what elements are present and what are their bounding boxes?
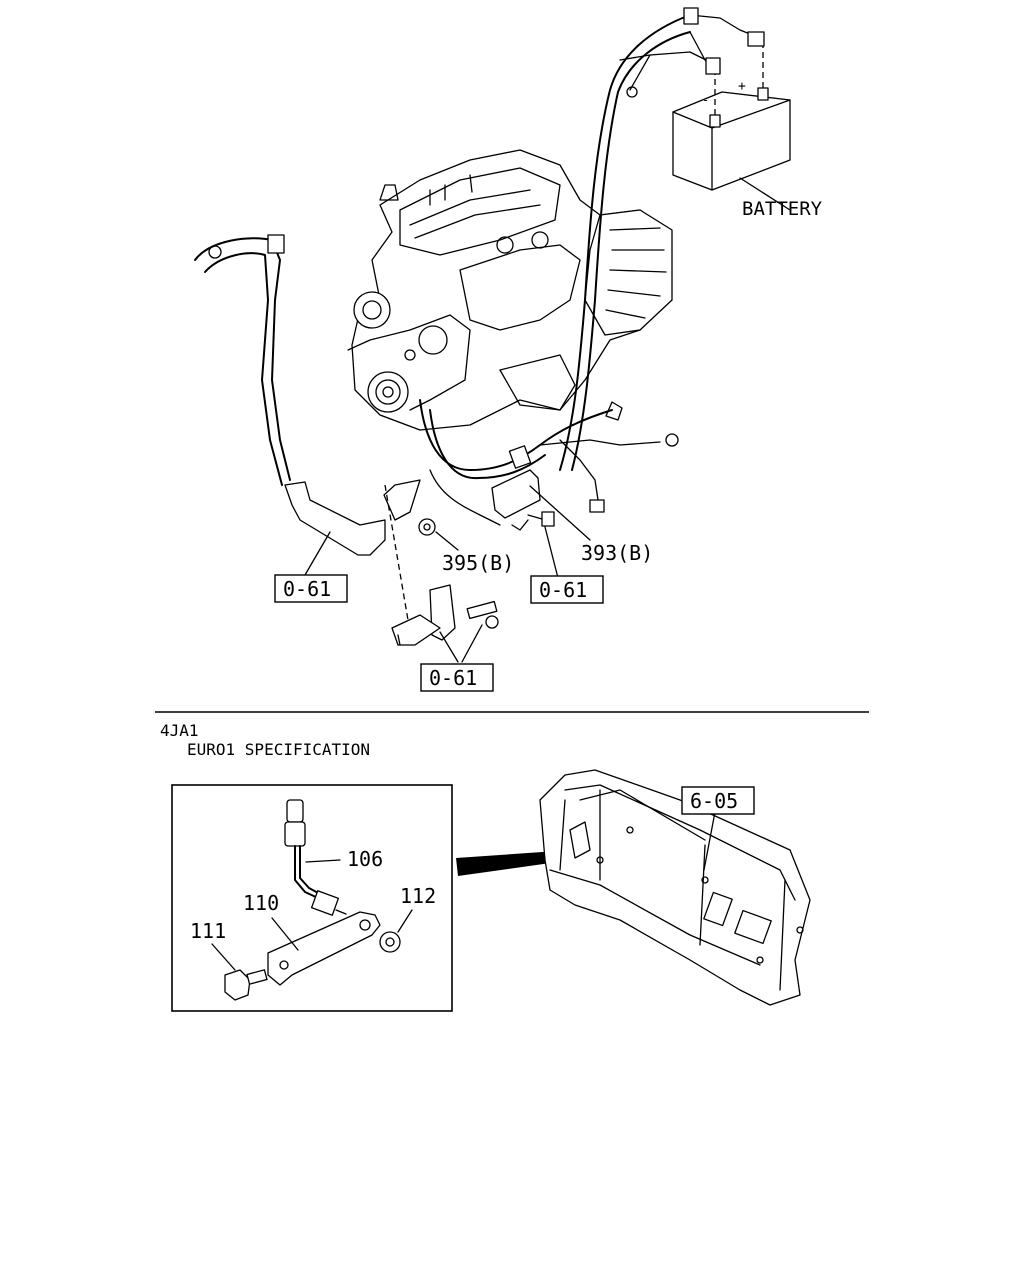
ref-box-frame-label: 6-05 [690,789,738,813]
spec-label: EURO1 SPECIFICATION [187,740,370,759]
radiator-support-frame [539,769,811,1006]
ref-box-left-label: 0-61 [283,577,331,601]
ref-box-bottom-label: 0-61 [429,666,477,690]
nut-395 [418,518,459,551]
engine-code: 4JA1 [160,721,199,740]
bracket-bottom [384,484,499,663]
ref-box-center[interactable]: 0-61 [530,575,604,604]
detail-inset [171,784,453,1012]
callout-110: 110 [243,891,279,915]
ref-box-frame[interactable]: 6-05 [681,786,755,815]
wiring-harness [194,7,765,526]
battery-minus-label: - [702,93,709,107]
callout-111: 111 [190,919,226,943]
ref-box-left[interactable]: 0-61 [274,574,348,603]
battery: - + BATTERY [672,42,823,220]
callout-393b: 393(B) [581,541,653,565]
bracket-center [491,469,555,531]
bracket-left [284,479,421,556]
callout-395b: 395(B) [442,551,514,575]
ref-box-bottom[interactable]: 0-61 [420,663,494,692]
engine-assembly [347,149,673,431]
battery-plus-label: + [738,79,746,94]
callout-112: 112 [400,884,436,908]
battery-label: BATTERY [742,198,823,220]
callout-106: 106 [347,847,383,871]
ref-box-center-label: 0-61 [539,578,587,602]
